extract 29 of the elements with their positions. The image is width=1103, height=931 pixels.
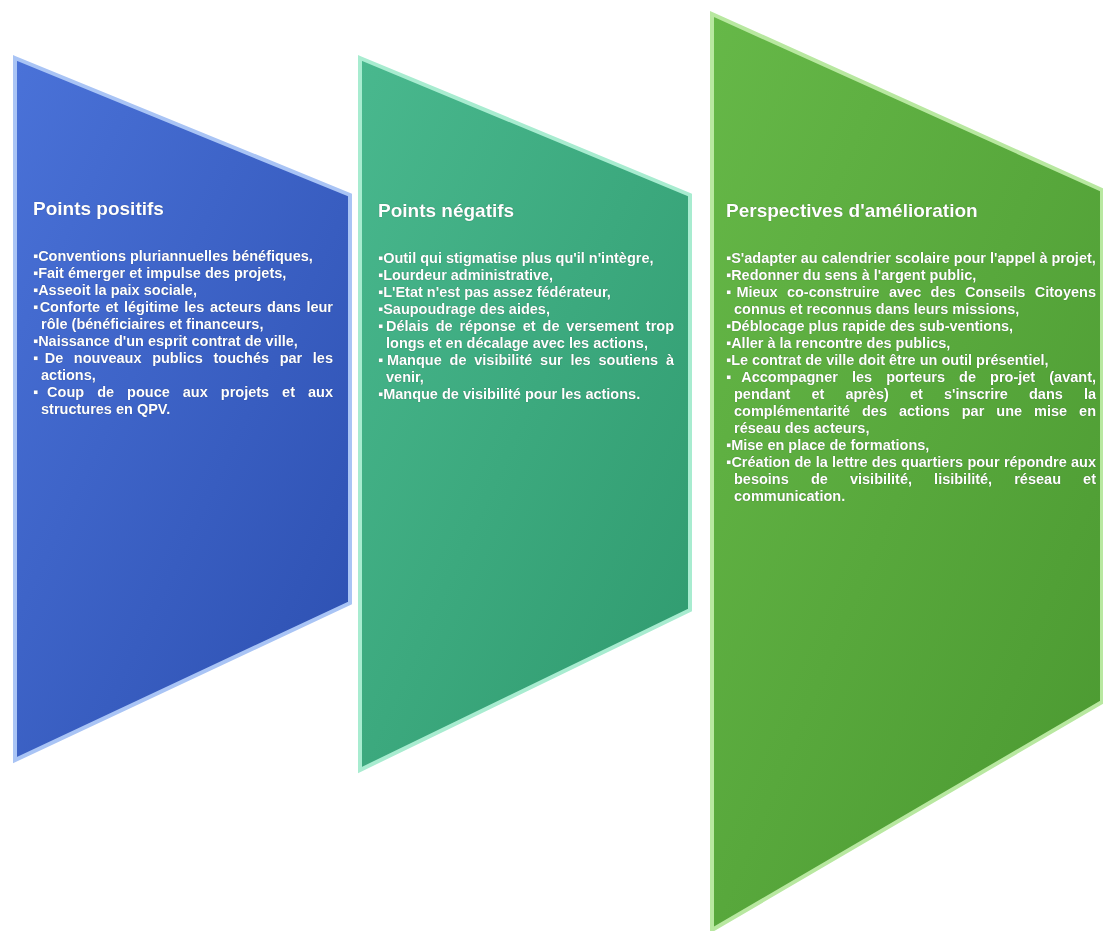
bullet-item: ▪Délais de réponse et de versement trop longs et en décalage avec les actions,	[378, 318, 674, 352]
bullet-item: ▪Coup de pouce aux projets et aux structures en QPV.	[33, 384, 333, 418]
bullet-item: ▪Création de la lettre des quartiers pour répondre aux besoins de visibilité, lisibilité, réseau et communication.	[726, 454, 1096, 505]
bullet-item: ▪Manque de visibilité pour les actions.	[378, 386, 642, 403]
bullet-item: ▪S'adapter au calendrier scolaire pour l'appel à projet,	[726, 250, 1096, 267]
bullet-item: ▪Le contrat de ville doit être un outil présentiel,	[726, 352, 1050, 369]
bullet-item: ▪De nouveaux publics touchés par les actions,	[33, 350, 333, 384]
bullet-item: ▪Déblocage plus rapide des sub-ventions,	[726, 318, 1015, 335]
bullet-item: ▪Saupoudrage des aides,	[378, 301, 551, 318]
bullet-item: ▪Outil qui stigmatise plus qu'il n'intègre,	[378, 250, 655, 267]
bullet-item: ▪Manque de visibilité sur les soutiens à venir,	[378, 352, 674, 386]
bullet-item: ▪Mise en place de formations,	[726, 437, 931, 454]
panel-heading: Perspectives d'amélioration	[726, 200, 979, 222]
bullet-item: ▪Mieux co-construire avec des Conseils Citoyens connus et reconnus dans leurs missions,	[726, 284, 1096, 318]
panel-heading: Points négatifs	[378, 200, 516, 222]
trapezoid-panel	[712, 14, 1102, 930]
trapezoid-panel	[360, 58, 690, 770]
bullet-item: ▪Lourdeur administrative,	[378, 267, 555, 284]
bullet-item: ▪Accompagner les porteurs de pro-jet (avant, pendant et après) et s'inscrire dans la complémentarité des actions par une mise en réseau des acteurs,	[726, 369, 1096, 437]
bullet-item: ▪Asseoit la paix sociale,	[33, 282, 198, 299]
bullet-item: ▪Aller à la rencontre des publics,	[726, 335, 952, 352]
trapezoid-panel	[15, 58, 350, 760]
bullet-item: ▪Redonner du sens à l'argent public,	[726, 267, 978, 284]
panel-heading: Points positifs	[33, 198, 165, 220]
bullet-item: ▪Naissance d'un esprit contrat de ville,	[33, 333, 299, 350]
bullet-item: ▪Fait émerger et impulse des projets,	[33, 265, 288, 282]
bullet-item: ▪L'Etat n'est pas assez fédérateur,	[378, 284, 612, 301]
bullet-item: ▪Conventions pluriannuelles bénéfiques,	[33, 248, 314, 265]
bullet-item: ▪Conforte et légitime les acteurs dans leur rôle (bénéficiaires et financeurs,	[33, 299, 333, 333]
